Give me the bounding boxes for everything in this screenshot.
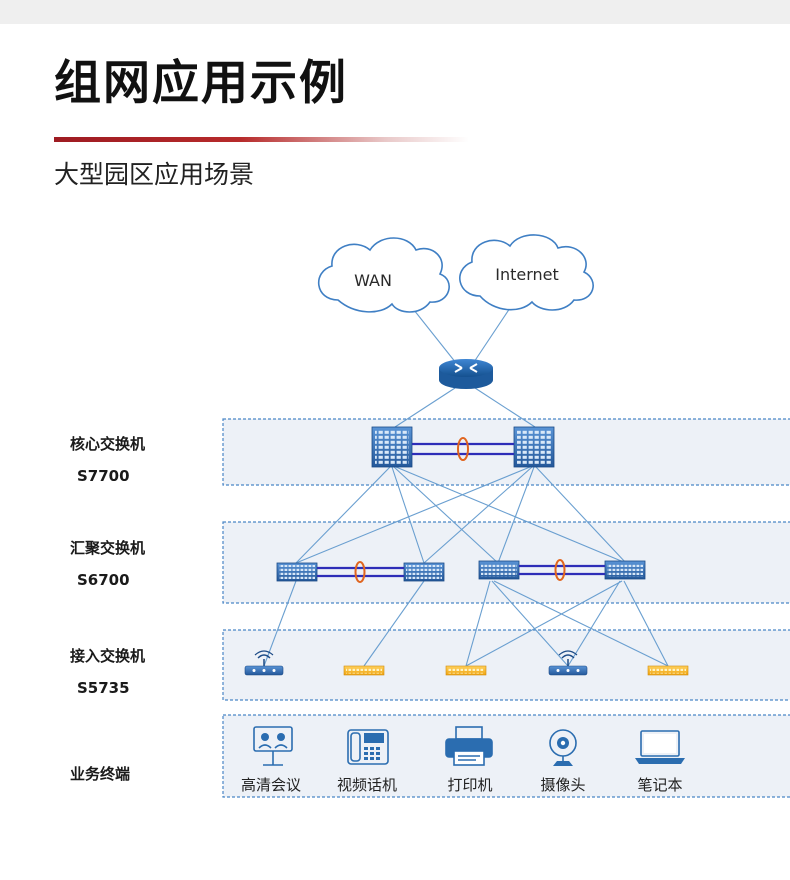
layer-label-access: 接入交换机 xyxy=(70,647,145,665)
title-underline xyxy=(54,137,469,142)
layer-band-terminals xyxy=(222,714,790,798)
video-phone-icon xyxy=(347,729,389,765)
router-icon xyxy=(439,359,493,389)
printer-icon xyxy=(445,726,493,766)
page-subtitle: 大型园区应用场景 xyxy=(54,160,255,189)
internet-label: Internet xyxy=(495,265,559,284)
top-bar xyxy=(0,0,790,24)
aggregation-switch-1 xyxy=(276,562,318,582)
camera-icon xyxy=(549,729,577,766)
core-stack-link xyxy=(412,437,514,461)
aggregation-stack-link-2 xyxy=(519,559,605,581)
terminal-label-laptop: 笔记本 xyxy=(637,776,682,794)
layer-model-core: S7700 xyxy=(77,467,130,485)
layer-band-access xyxy=(222,629,790,701)
terminal-label-conference: 高清会议 xyxy=(241,776,301,794)
aggregation-stack-link-1 xyxy=(317,561,404,583)
access-switch-1 xyxy=(343,665,385,676)
layer-label-terminals: 业务终端 xyxy=(70,765,130,783)
layer-model-aggregation: S6700 xyxy=(77,571,130,589)
terminal-label-camera: 摄像头 xyxy=(540,776,585,794)
network-links xyxy=(263,304,669,667)
page-title: 组网应用示例 xyxy=(54,56,348,111)
wireless-ap-icon xyxy=(244,650,284,676)
layer-label-aggregation: 汇聚交换机 xyxy=(70,539,145,557)
access-switch-2 xyxy=(445,665,487,676)
core-switch-right xyxy=(513,426,555,468)
video-conference-icon xyxy=(253,726,293,766)
terminal-label-video-phone: 视频话机 xyxy=(337,776,397,794)
access-switch-3 xyxy=(647,665,689,676)
laptop-icon xyxy=(635,730,685,764)
layer-label-core: 核心交换机 xyxy=(70,435,145,453)
aggregation-switch-4 xyxy=(604,560,646,580)
internet-cloud: Internet xyxy=(459,234,594,311)
terminal-label-printer: 打印机 xyxy=(447,776,492,794)
wireless-ap-icon xyxy=(548,650,588,676)
layer-band-core xyxy=(222,418,790,486)
aggregation-switch-3 xyxy=(478,560,520,580)
layer-model-access: S5735 xyxy=(77,679,130,697)
aggregation-switch-2 xyxy=(403,562,445,582)
wan-label: WAN xyxy=(354,271,392,290)
core-switch-left xyxy=(371,426,413,468)
wan-cloud: WAN xyxy=(317,237,450,313)
